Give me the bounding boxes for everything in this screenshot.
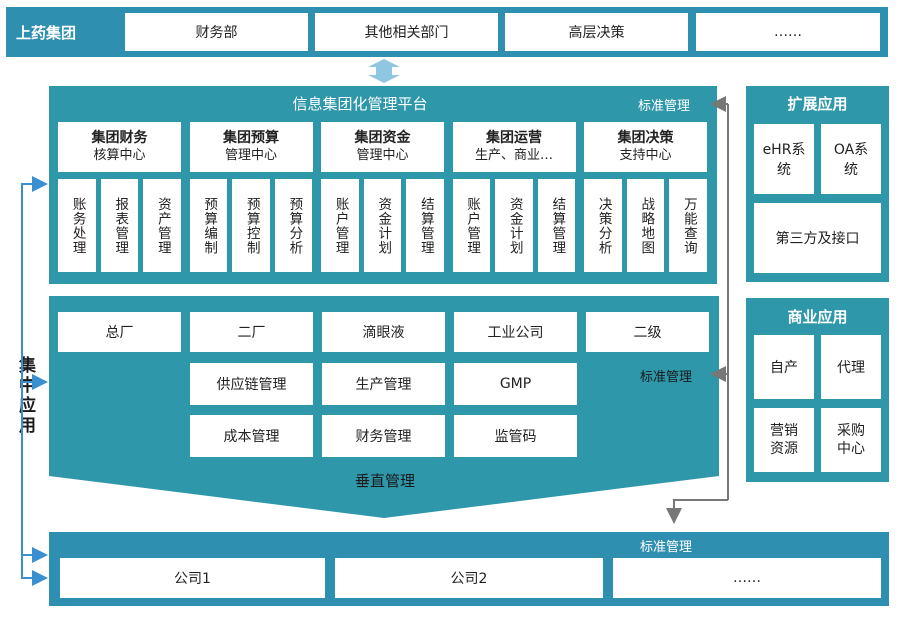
- center-1-module-1[interactable]: 账务处理: [58, 179, 96, 272]
- company-more-box[interactable]: ……: [613, 558, 881, 598]
- platform-std-label: 标准管理: [638, 99, 691, 114]
- center-3-module-3[interactable]: 结算管理: [406, 179, 444, 272]
- unit-industrial[interactable]: 工业公司: [454, 312, 577, 352]
- center-4-module-2[interactable]: 资金计划: [495, 179, 533, 272]
- center-4-module-1[interactable]: 账户管理: [452, 179, 491, 272]
- module-label: 预算编制: [201, 196, 218, 255]
- top-item-other-depts[interactable]: 其他相关部门: [315, 13, 498, 51]
- module-label: 账户管理: [464, 196, 481, 255]
- company-1-box[interactable]: 公司1: [60, 558, 325, 598]
- center-2-module-2[interactable]: 预算控制: [232, 179, 270, 272]
- unit-second-level[interactable]: 二级: [586, 312, 709, 352]
- double-arrow-icon: [368, 59, 400, 83]
- center-subtitle: 生产、商业…: [474, 147, 553, 163]
- gmp-box[interactable]: GMP: [454, 363, 577, 405]
- module-label: 报表管理: [112, 196, 129, 255]
- third-party-box[interactable]: 第三方及接口: [754, 203, 881, 273]
- company-2-box[interactable]: 公司2: [335, 558, 603, 598]
- center-1-module-3[interactable]: 资产管理: [143, 179, 181, 272]
- unit-second-factory[interactable]: 二厂: [190, 312, 313, 352]
- module-label: 万能查询: [680, 196, 697, 255]
- center-subtitle: 管理中心: [356, 147, 409, 163]
- module-label: 结算管理: [417, 196, 434, 255]
- unit-eye-drops[interactable]: 滴眼液: [322, 312, 445, 352]
- oa-label: OA系统: [833, 142, 869, 178]
- top-item-finance[interactable]: 财务部: [125, 13, 308, 51]
- center-title: 集团预算: [223, 130, 279, 147]
- center-5-module-3[interactable]: 万能查询: [669, 179, 707, 272]
- vertical-std-label: 标准管理: [640, 370, 693, 385]
- platform-title: 信息集团化管理平台: [292, 94, 428, 113]
- bottom-std-label: 标准管理: [640, 540, 693, 555]
- vertical-title: 垂直管理: [354, 472, 415, 490]
- center-1-module-2[interactable]: 报表管理: [100, 179, 139, 272]
- center-3-module-2[interactable]: 资金计划: [363, 179, 402, 272]
- purchasing-box[interactable]: 采购中心: [821, 408, 881, 472]
- module-label: 资金计划: [506, 196, 523, 255]
- central-app-label: 集中应用: [14, 352, 38, 440]
- top-item-more[interactable]: ……: [696, 13, 880, 51]
- finance-box[interactable]: 财务管理: [322, 415, 445, 457]
- supervision-code-box[interactable]: 监管码: [454, 415, 577, 457]
- center-title: 集团运营: [486, 130, 542, 147]
- center-subtitle: 管理中心: [224, 147, 277, 163]
- self-produced-box[interactable]: 自产: [754, 335, 814, 399]
- supply-chain-box[interactable]: 供应链管理: [190, 363, 313, 405]
- center-4-module-3[interactable]: 结算管理: [537, 179, 576, 272]
- center-title: 集团财务: [91, 130, 148, 147]
- center-2-module-3[interactable]: 预算分析: [274, 179, 313, 272]
- module-label: 账务处理: [69, 196, 86, 255]
- oa-box[interactable]: OA系统: [821, 124, 881, 194]
- marketing-label: 营销资源: [770, 422, 798, 457]
- module-label: 决策分析: [595, 196, 612, 255]
- center-subtitle: 核算中心: [93, 147, 146, 163]
- extend-title: 扩展应用: [787, 94, 848, 113]
- center-3-module-1[interactable]: 账户管理: [321, 179, 359, 272]
- module-label: 资产管理: [154, 196, 171, 255]
- center-2-module-1[interactable]: 预算编制: [189, 179, 228, 272]
- center-header-5[interactable]: 集团决策支持中心: [584, 122, 707, 172]
- top-title: 上药集团: [16, 23, 77, 42]
- center-title: 集团资金: [354, 130, 411, 147]
- module-label: 结算管理: [549, 196, 566, 255]
- ehr-label: eHR系统: [762, 142, 806, 178]
- top-item-executive[interactable]: 高层决策: [505, 13, 688, 51]
- center-subtitle: 支持中心: [619, 147, 672, 163]
- marketing-box[interactable]: 营销资源: [754, 408, 814, 472]
- module-label: 资金计划: [375, 196, 392, 255]
- unit-main-factory[interactable]: 总厂: [58, 312, 181, 352]
- ehr-box[interactable]: eHR系统: [754, 124, 814, 194]
- module-label: 预算控制: [243, 196, 260, 255]
- production-box[interactable]: 生产管理: [322, 363, 445, 405]
- center-header-3[interactable]: 集团资金管理中心: [321, 122, 444, 172]
- agency-box[interactable]: 代理: [821, 335, 881, 399]
- center-header-4[interactable]: 集团运营生产、商业…: [452, 122, 576, 172]
- center-title: 集团决策: [617, 130, 674, 147]
- center-header-2[interactable]: 集团预算管理中心: [189, 122, 313, 172]
- module-label: 账户管理: [332, 196, 349, 255]
- module-label: 预算分析: [286, 196, 303, 255]
- center-5-module-2[interactable]: 战略地图: [626, 179, 665, 272]
- purchasing-label: 采购中心: [837, 422, 865, 457]
- module-label: 战略地图: [638, 196, 655, 255]
- commerce-title: 商业应用: [787, 307, 848, 326]
- center-header-1[interactable]: 集团财务核算中心: [58, 122, 181, 172]
- center-5-module-1[interactable]: 决策分析: [584, 179, 622, 272]
- cost-box[interactable]: 成本管理: [190, 415, 313, 457]
